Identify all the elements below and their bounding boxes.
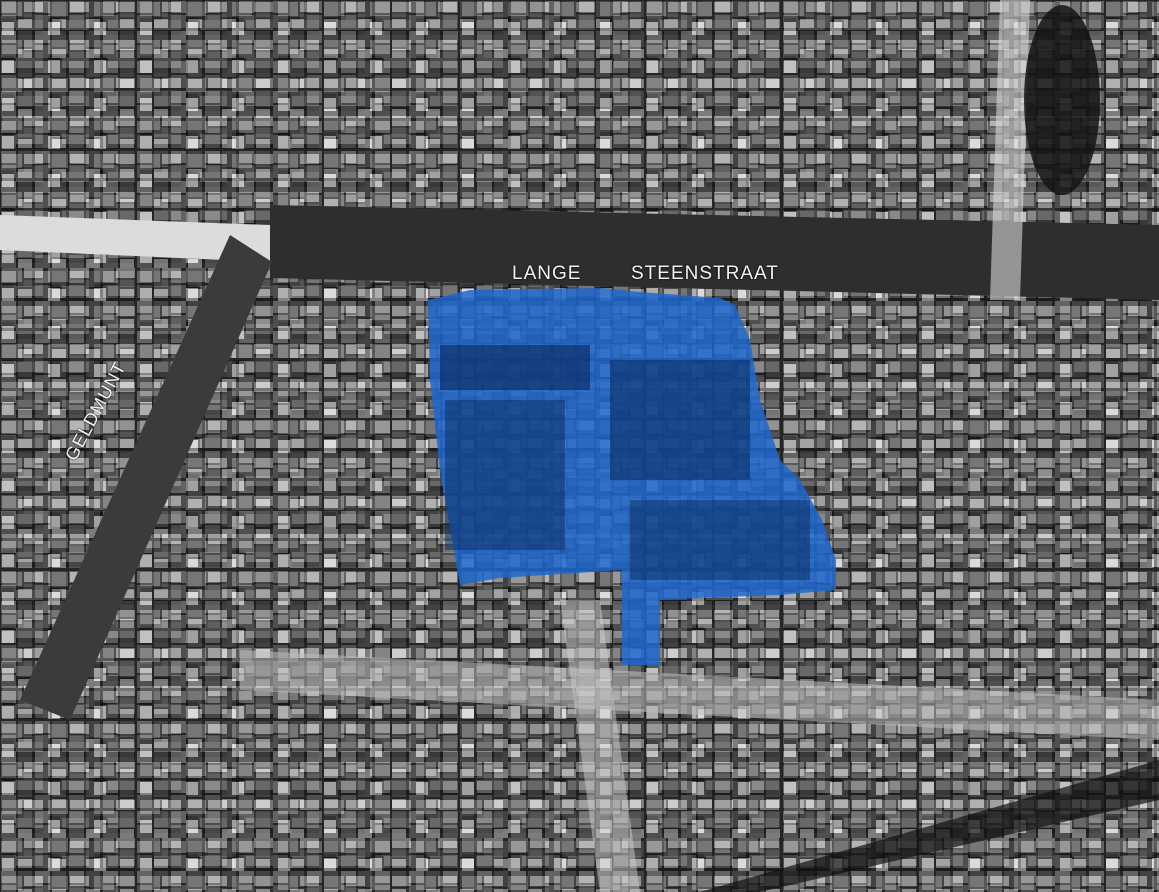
street-southeast bbox=[700, 760, 1159, 892]
street-label-steenstraat: STEENSTRAAT bbox=[631, 263, 779, 284]
highlighted-cloister-north bbox=[440, 345, 590, 390]
street-lange-steenstraat bbox=[270, 205, 1159, 300]
street-upper-left bbox=[0, 215, 270, 262]
street-label-lange: LANGE bbox=[512, 263, 582, 284]
street-lower bbox=[240, 650, 1159, 740]
street-northeast bbox=[990, 0, 1030, 300]
highlighted-cloister-courtyard bbox=[610, 360, 750, 480]
tree-canopy bbox=[1024, 5, 1100, 195]
street-south bbox=[560, 600, 640, 892]
highlighted-south-wing bbox=[630, 500, 810, 580]
street-geldmunt bbox=[20, 235, 272, 720]
highlighted-church-nave bbox=[445, 400, 565, 550]
highlighted-building-complex bbox=[428, 288, 836, 665]
